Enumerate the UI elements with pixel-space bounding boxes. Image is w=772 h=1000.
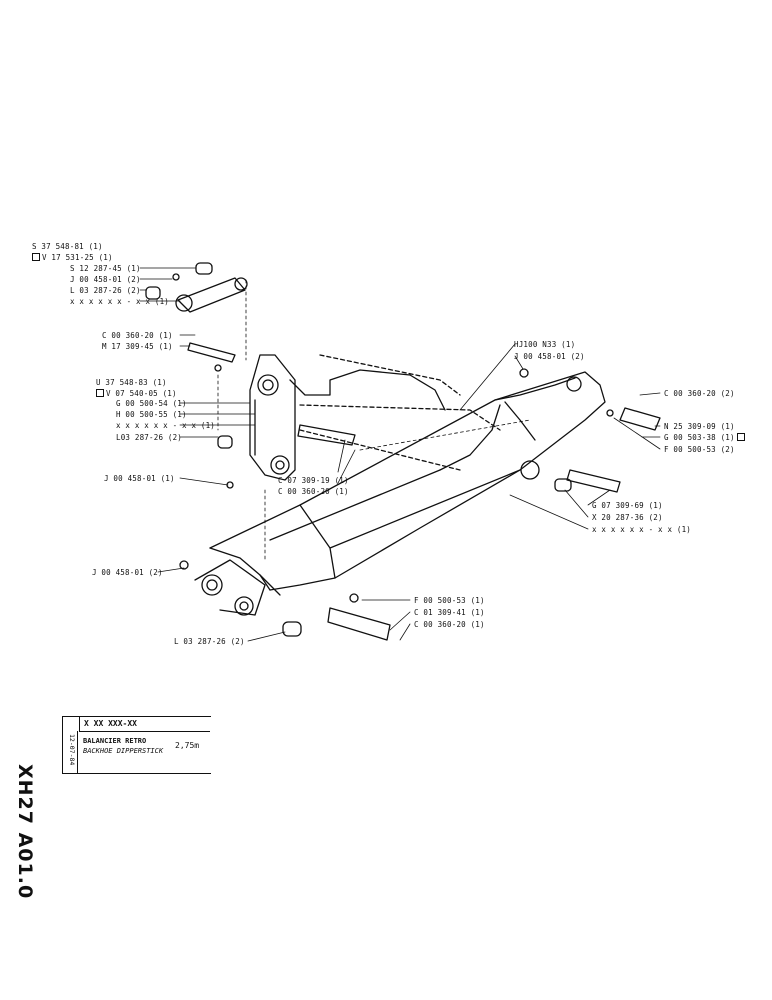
- callout-j00458-a: J 00 458-01 (2): [70, 275, 141, 284]
- callout-c00360-a: C 00 360-20 (1): [102, 331, 173, 340]
- callout-c00360-d: C 00 360-20 (1): [414, 620, 485, 629]
- callout-g00500: G 00 500-54 (1): [116, 399, 187, 408]
- callout-xxx-b: x x x x x x - x x (1): [116, 421, 216, 430]
- alternate-part-box-icon: [96, 389, 104, 397]
- callout-xxx-a: x x x x x x - x x (1): [70, 297, 170, 306]
- callout-g00503: G 00 503-38 (1): [664, 433, 747, 442]
- callout-f00500-a: F 00 500-53 (2): [664, 445, 735, 454]
- callout-j00458-b: J 00 458-01 (1): [104, 474, 175, 483]
- title-french: BALANCIER RETRO: [83, 737, 147, 745]
- callout-s12287: S 12 287-45 (1): [70, 264, 141, 273]
- callout-s37548: S 37 548-81 (1): [32, 242, 103, 251]
- sheet-code: XH27 A01.0: [14, 764, 36, 900]
- callout-h00500: H 00 500-55 (1): [116, 410, 187, 419]
- dipperstick-length: 2,75m: [175, 741, 200, 750]
- title-block-part-code-cell: X XX XXX-XX: [79, 717, 210, 732]
- callout-hj100: HJ100 N33 (1): [514, 340, 576, 349]
- callout-c01309: C 01 309-41 (1): [414, 608, 485, 617]
- alternate-part-box-icon: [32, 253, 40, 261]
- callout-c00360-c: C 00 360-20 (2): [664, 389, 735, 398]
- callout-v17531: V 17 531-25 (1): [32, 253, 113, 262]
- callout-l03287-c: L 03 287-26 (2): [174, 637, 245, 646]
- callout-m17309: M 17 309-45 (1): [102, 342, 173, 351]
- callout-n25309: N 25 309-09 (1): [664, 422, 735, 431]
- callout-g07309: G 07 309-69 (1): [592, 501, 663, 510]
- part-code: X XX XXX-XX: [84, 719, 137, 728]
- callout-j00458-c: J 00 458-01 (2): [514, 352, 585, 361]
- callout-xxx-c: x x x x x x - x x (1): [592, 525, 692, 534]
- title-block: X XX XXX-XX 12-07-84 BALANCIER RETRO BAC…: [62, 716, 211, 774]
- callout-j00458-d: J 00 458-01 (2): [92, 568, 163, 577]
- callout-v07540: V 07 540-05 (1): [96, 389, 177, 398]
- dipperstick-body: [209, 371, 606, 591]
- alternate-part-box-icon: [736, 433, 745, 441]
- title-block-date-cell: 12-07-84: [65, 733, 77, 771]
- callout-u37548: U 37 548-83 (1): [96, 378, 167, 387]
- title-block-divider: [77, 731, 78, 773]
- callout-f00500-b: F 00 500-53 (1): [414, 596, 485, 605]
- title-english: BACKHOE DIPPERSTICK: [83, 747, 164, 755]
- drawing-date: 12-07-84: [68, 734, 76, 766]
- callout-l03287-b: L03 287-26 (2): [116, 433, 183, 442]
- callout-l03287-a: L 03 287-26 (2): [70, 286, 141, 295]
- callout-c07309: C 07 309-19 (1): [278, 476, 349, 485]
- callout-c00360-b: C 00 360-20 (1): [278, 487, 349, 496]
- boom-outline: [249, 354, 446, 481]
- callout-x20287: X 20 287-36 (2): [592, 513, 663, 522]
